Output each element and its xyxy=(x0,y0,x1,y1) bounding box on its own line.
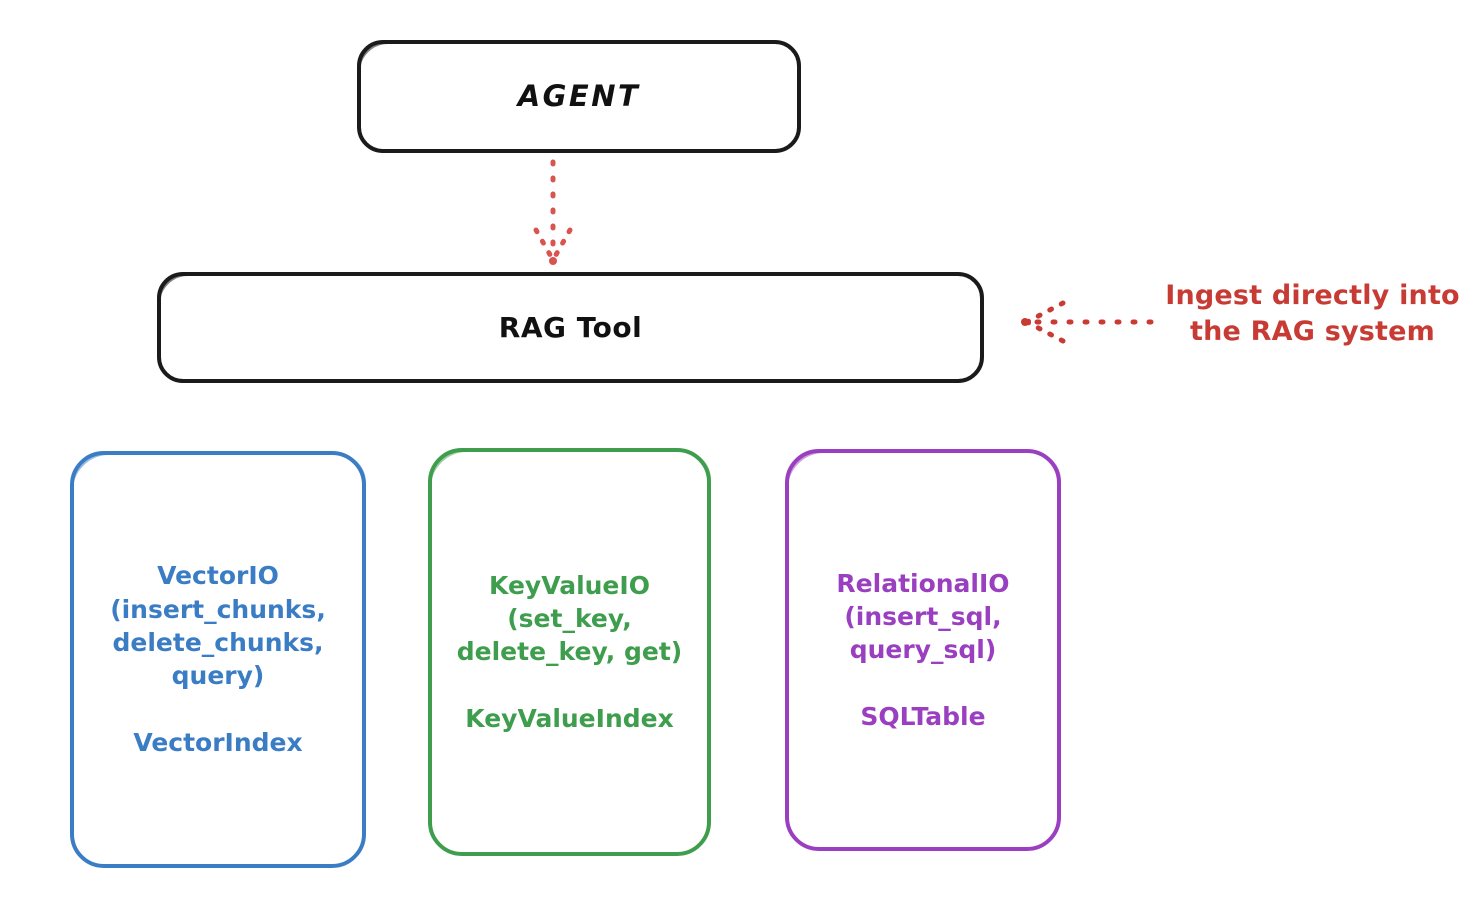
vector-io-content: VectorIO (insert_chunks, delete_chunks, … xyxy=(74,559,362,759)
agent-node[interactable]: AGENT xyxy=(357,40,801,153)
ingest-arrow xyxy=(1021,300,1154,344)
ingest-annotation-text: Ingest directly into the RAG system xyxy=(1165,280,1460,348)
rag-tool-node-label: RAG Tool xyxy=(498,310,643,344)
key-value-io-index-label: KeyValueIndex xyxy=(465,704,674,734)
relational-io-content: RelationalIO (insert_sql, query_sql) SQL… xyxy=(789,567,1057,734)
rag-tool-node[interactable]: RAG Tool xyxy=(157,272,984,383)
key-value-io-node[interactable]: KeyValueIO (set_key, delete_key, get) Ke… xyxy=(428,448,711,856)
vector-io-api-label: VectorIO (insert_chunks, delete_chunks, … xyxy=(110,561,326,691)
relational-io-node[interactable]: RelationalIO (insert_sql, query_sql) SQL… xyxy=(785,449,1061,851)
vector-io-node[interactable]: VectorIO (insert_chunks, delete_chunks, … xyxy=(70,451,366,868)
agent-to-rag-arrow xyxy=(533,159,573,265)
relational-io-api-label: RelationalIO (insert_sql, query_sql) xyxy=(836,568,1010,665)
key-value-io-api-label: KeyValueIO (set_key, delete_key, get) xyxy=(456,570,683,667)
relational-io-index-label: SQLTable xyxy=(860,702,986,732)
key-value-io-content: KeyValueIO (set_key, delete_key, get) Ke… xyxy=(432,569,707,736)
vector-io-index-label: VectorIndex xyxy=(133,728,303,758)
agent-node-label: AGENT xyxy=(517,78,641,113)
